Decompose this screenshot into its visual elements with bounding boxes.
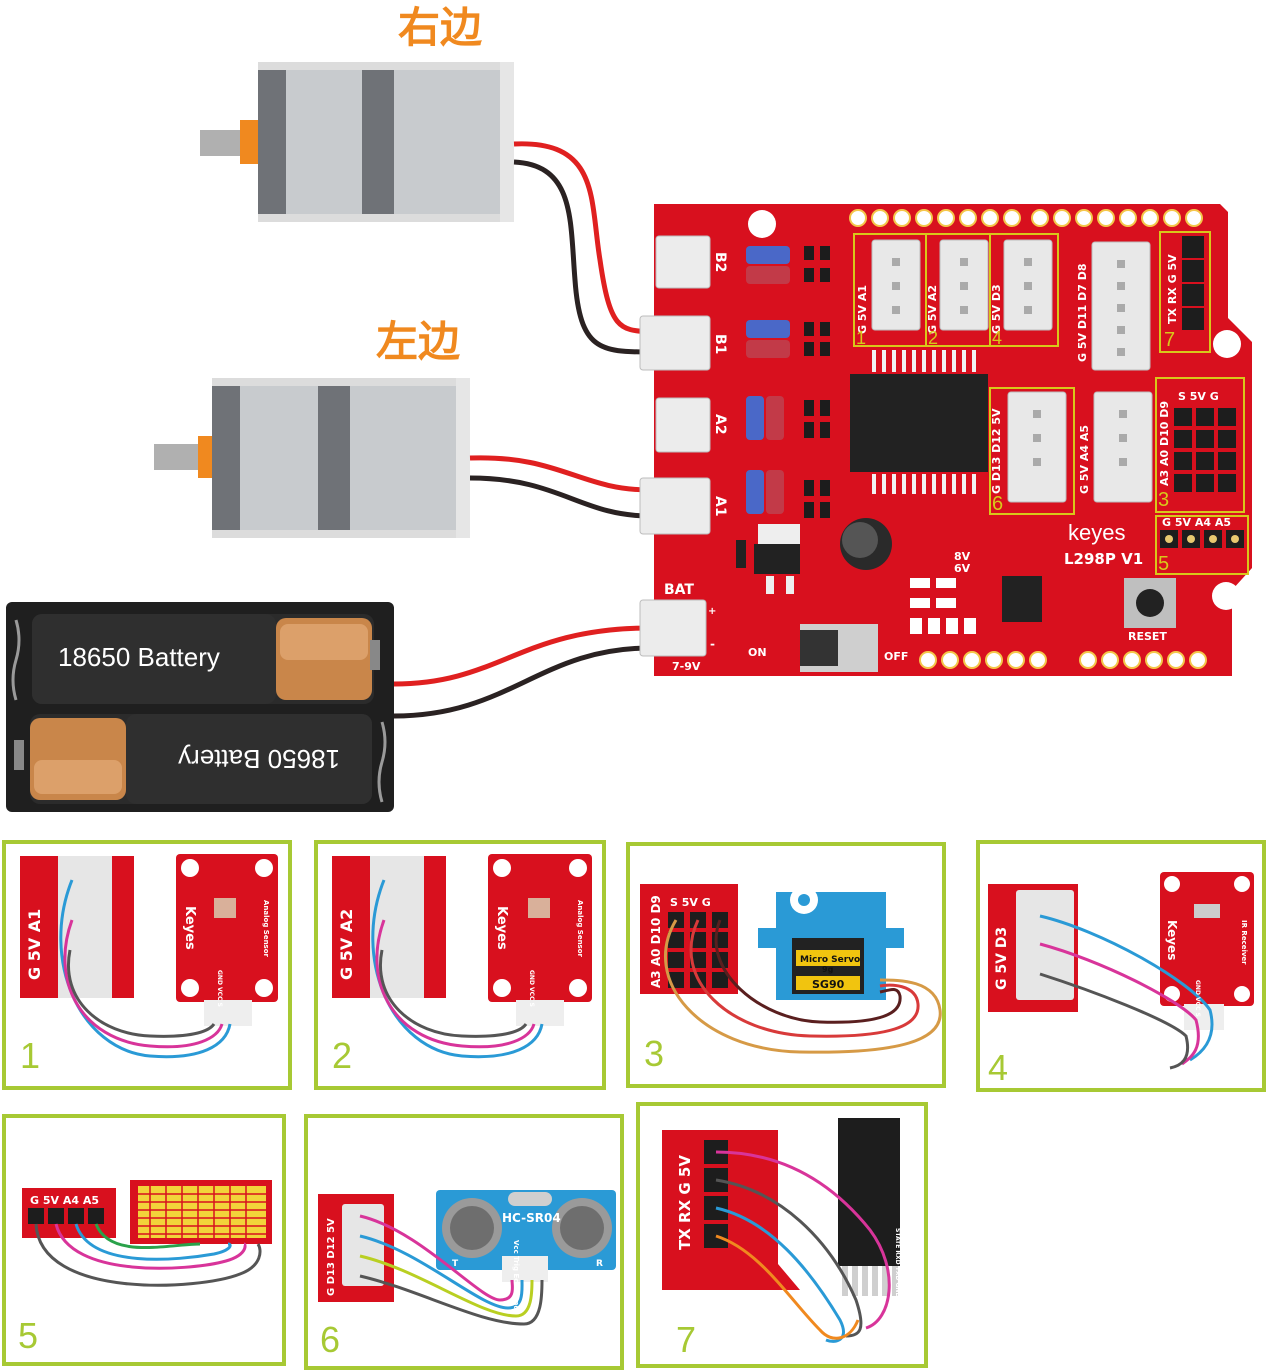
panel-1	[20, 854, 278, 1059]
right-motor	[200, 62, 514, 222]
battery-cell-bottom-label: 18650 Battery	[178, 744, 340, 774]
h3-top-label: S 5V G	[1178, 390, 1219, 403]
servo-model: SG90	[812, 978, 845, 991]
frame-number-4: 4	[992, 328, 1002, 348]
motor-wires	[469, 141, 651, 519]
bat-range-label: 7-9V	[672, 660, 701, 673]
panel-7-header: TX RX G 5V	[676, 1155, 694, 1250]
panel-2-number: 2	[332, 1035, 352, 1076]
panel-4	[988, 872, 1254, 1070]
h6-label: G D13 D12 5V	[990, 408, 1003, 494]
battery-wires	[393, 625, 651, 719]
panel-7	[662, 1118, 900, 1343]
right-motor-label: 右边	[398, 3, 483, 52]
sensor-label: HC-SR04	[502, 1211, 561, 1225]
h4-label: G 5V D3	[990, 284, 1003, 334]
v6-label: 6V	[954, 562, 971, 575]
frame-number-6: 6	[992, 493, 1003, 515]
h1-label: G 5V A1	[856, 285, 869, 334]
v8-label: 8V	[954, 550, 971, 563]
panel-frames	[2, 840, 1266, 1370]
panel-1-pins: GND VCC S	[216, 970, 223, 1007]
port-a1-label: A1	[712, 496, 728, 517]
battery-holder	[6, 602, 394, 812]
panel-5	[22, 1180, 272, 1287]
frame-number-1: 1	[856, 328, 866, 348]
panel-3-number: 3	[644, 1033, 664, 1074]
h7-label: TX RX G 5V	[1166, 254, 1179, 324]
servo-title: Micro Servo	[800, 955, 860, 965]
bat-minus: -	[710, 637, 715, 651]
panel-6-header: G D13 D12 5V	[326, 1218, 337, 1296]
frame-number-5: 5	[1158, 553, 1169, 575]
panel-2-module: Keyes	[494, 906, 509, 950]
panel-2-module-sub: Analog Sensor	[576, 900, 584, 958]
sensor-pins: Vcc Trig Echo Gnd	[512, 1240, 520, 1310]
left-motor-label: 左边	[376, 317, 461, 366]
panel-7-pins: STATE RXD TXD GND VCC EN	[894, 1228, 901, 1324]
panel-4-module: Keyes	[1165, 920, 1179, 960]
panel-2-pins: GND VCC S	[528, 970, 535, 1007]
panel-3	[640, 884, 942, 1054]
model-label: L298P V1	[1064, 550, 1143, 568]
sensor-t: T	[452, 1259, 459, 1269]
panel-1-module: Keyes	[182, 906, 197, 950]
bat-plus: +	[708, 606, 716, 617]
panel-2	[332, 854, 592, 1059]
panel-5-number: 5	[18, 1315, 38, 1356]
panel-7-number: 7	[676, 1319, 696, 1360]
port-b2-label: B2	[712, 252, 728, 272]
on-label: ON	[748, 646, 767, 659]
off-label: OFF	[884, 650, 908, 663]
h5-label: G 5V A4 A5	[1162, 516, 1231, 529]
servo-weight: 9g	[822, 965, 834, 974]
panel-4-pins: GND VCC S	[1194, 980, 1201, 1017]
bat-label: BAT	[664, 582, 694, 598]
left-motor	[154, 378, 470, 538]
port-b1-label: B1	[712, 334, 728, 354]
panel-1-module-sub: Analog Sensor	[262, 900, 270, 958]
l298p-board	[639, 204, 1252, 676]
panel-3-header-side: A3 A0 D10 D9	[649, 895, 663, 988]
panel-5-header: G 5V A4 A5	[30, 1194, 99, 1207]
panel-6-number: 6	[320, 1319, 340, 1360]
brand-label: keyes	[1068, 520, 1125, 545]
h2-label: G 5V A2	[926, 285, 939, 334]
panel-1-header: G 5V A1	[25, 909, 44, 980]
panel-1-number: 1	[20, 1035, 40, 1076]
port-a2-label: A2	[712, 414, 728, 435]
sensor-r: R	[596, 1259, 603, 1269]
panel-2-header: G 5V A2	[337, 909, 356, 980]
panel-4-header: G 5V D3	[994, 927, 1010, 990]
hd-label: G 5V D11 D7 D8	[1076, 263, 1089, 362]
battery-cell-top-label: 18650 Battery	[58, 642, 220, 672]
panel-3-header-top: S 5V G	[670, 896, 711, 909]
frame-number-2: 2	[928, 328, 938, 348]
reset-label: RESET	[1128, 630, 1167, 643]
frame-number-7: 7	[1164, 329, 1175, 351]
ha-label: G 5V A4 A5	[1078, 425, 1091, 494]
panel-4-number: 4	[988, 1047, 1008, 1088]
panel-6	[318, 1190, 616, 1326]
frame-number-3: 3	[1158, 489, 1169, 511]
panel-4-module-sub: IR Receiver	[1240, 920, 1248, 965]
h3-side-label: A3 A0 D10 D9	[1158, 401, 1171, 486]
